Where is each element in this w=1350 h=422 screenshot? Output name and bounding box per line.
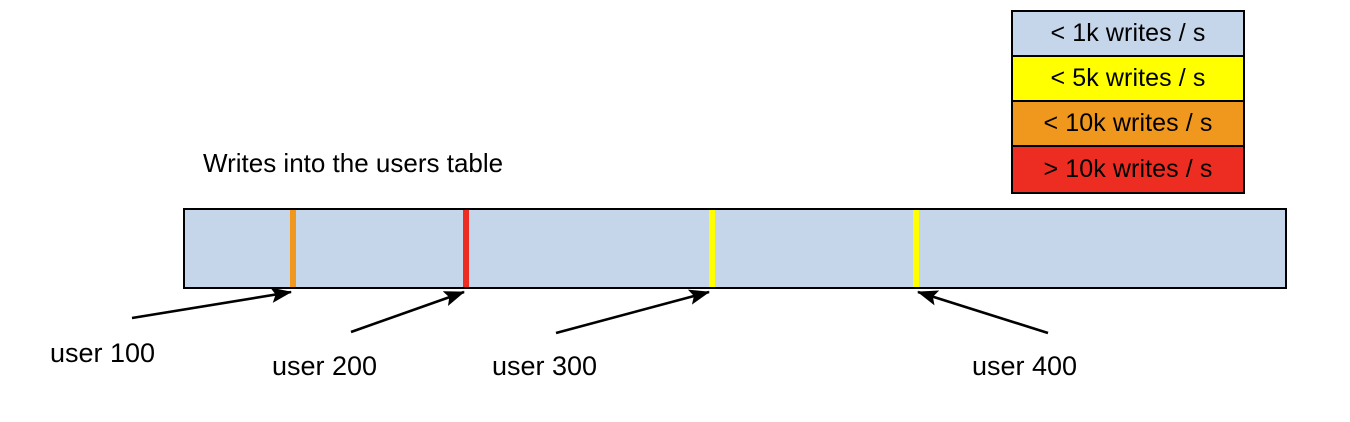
user-300-label: user 300: [492, 351, 598, 381]
user-200-stripe: [463, 210, 469, 287]
user-400-stripe: [913, 210, 919, 287]
legend-label-over-10k: > 10k writes / s: [1043, 155, 1213, 183]
legend-row-over-10k: > 10k writes / s: [1013, 147, 1243, 192]
legend-row-under-1k: < 1k writes / s: [1013, 12, 1243, 57]
users-table-range-bar: [183, 208, 1287, 289]
user-300-stripe: [709, 210, 715, 287]
legend-label-under-1k: < 1k writes / s: [1050, 19, 1206, 47]
user-100-stripe: [290, 210, 296, 287]
arrow-user-300: [555, 289, 711, 335]
user-200-label: user 200: [272, 351, 378, 381]
legend-row-under-10k: < 10k writes / s: [1013, 102, 1243, 147]
arrow-user-200: [350, 290, 465, 334]
user-100-label: user 100: [50, 338, 156, 368]
user-400-label: user 400: [972, 351, 1078, 381]
arrow-user-100: [131, 287, 293, 320]
arrow-user-400: [917, 290, 1049, 335]
writes-rate-legend: < 1k writes / s < 5k writes / s < 10k wr…: [1011, 10, 1245, 194]
legend-label-under-5k: < 5k writes / s: [1050, 64, 1206, 92]
chart-title: Writes into the users table: [203, 148, 504, 178]
legend-label-under-10k: < 10k writes / s: [1043, 109, 1213, 137]
legend-row-under-5k: < 5k writes / s: [1013, 57, 1243, 102]
